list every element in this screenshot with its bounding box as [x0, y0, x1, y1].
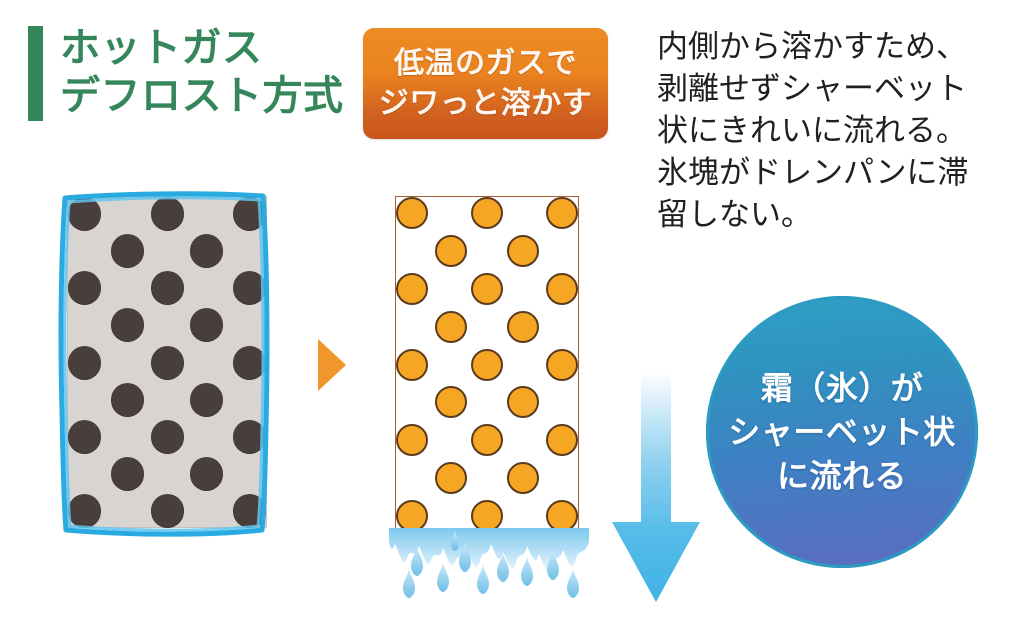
description-text: 内側から溶かすため、 剥離せずシャーベット 状にきれいに流れる。 氷塊がドレンパ…	[657, 29, 969, 232]
coil-tube	[471, 500, 503, 532]
coil-tube	[507, 386, 539, 419]
coil-tube	[110, 234, 144, 268]
coil-tube	[396, 197, 428, 229]
coil-tube	[435, 386, 467, 419]
coil-tube	[68, 419, 101, 453]
coil-tube	[396, 348, 428, 381]
coil-tube	[150, 271, 184, 305]
coil-tube	[471, 348, 503, 381]
coil-tube	[435, 310, 467, 343]
coil-tube	[471, 272, 503, 305]
title-label: ホットガス デフロスト方式	[60, 26, 344, 118]
coil-tube	[150, 494, 184, 527]
coil-tube	[396, 424, 428, 457]
coil-tube	[546, 500, 578, 532]
callout-circle-label: 霜（氷）が シャーベット状 に流れる	[728, 370, 956, 494]
coil-tube-grid-hot	[396, 197, 578, 532]
coil-tube	[471, 197, 503, 229]
callout-circle: 霜（氷）が シャーベット状 に流れる	[706, 296, 978, 568]
melting-water-icon	[389, 528, 589, 598]
coil-tube	[190, 234, 224, 268]
coil-tube	[68, 271, 101, 305]
coil-tube	[110, 308, 144, 342]
coil-tube	[150, 345, 184, 379]
coil-tube	[68, 494, 101, 527]
coil-tube	[233, 271, 266, 305]
coil-tube	[507, 462, 539, 495]
coil-tube	[546, 348, 578, 381]
coil-tube	[435, 234, 467, 267]
badge-line-1: 低温のガスで	[394, 46, 577, 80]
status-badge: 低温のガスで ジワっと溶かす	[363, 28, 608, 139]
coil-tube	[110, 382, 144, 416]
coil-tube	[435, 462, 467, 495]
frosted-coil-diagram	[55, 186, 280, 541]
flow-down-arrow-icon	[612, 372, 700, 602]
coil-tube	[190, 382, 224, 416]
coil-tube	[546, 272, 578, 305]
coil-tube	[507, 310, 539, 343]
coil-tube	[190, 456, 224, 490]
coil-panel-hot	[395, 196, 579, 533]
frost-outline-icon	[58, 191, 270, 537]
coil-tube	[68, 345, 101, 379]
page-title: ホットガス デフロスト方式	[28, 24, 344, 121]
coil-tube	[507, 234, 539, 267]
coil-tube	[233, 345, 266, 379]
coil-tube	[190, 308, 224, 342]
badge-line-2: ジワっと溶かす	[378, 86, 593, 120]
hot-gas-coil-diagram	[395, 196, 579, 533]
coil-tube	[546, 197, 578, 229]
transition-arrow-icon	[318, 339, 346, 391]
coil-tube	[110, 456, 144, 490]
coil-tube	[546, 424, 578, 457]
coil-tube	[150, 419, 184, 453]
coil-tube	[471, 424, 503, 457]
coil-tube	[396, 272, 428, 305]
coil-tube	[150, 197, 184, 230]
title-accent-bar	[28, 26, 43, 121]
